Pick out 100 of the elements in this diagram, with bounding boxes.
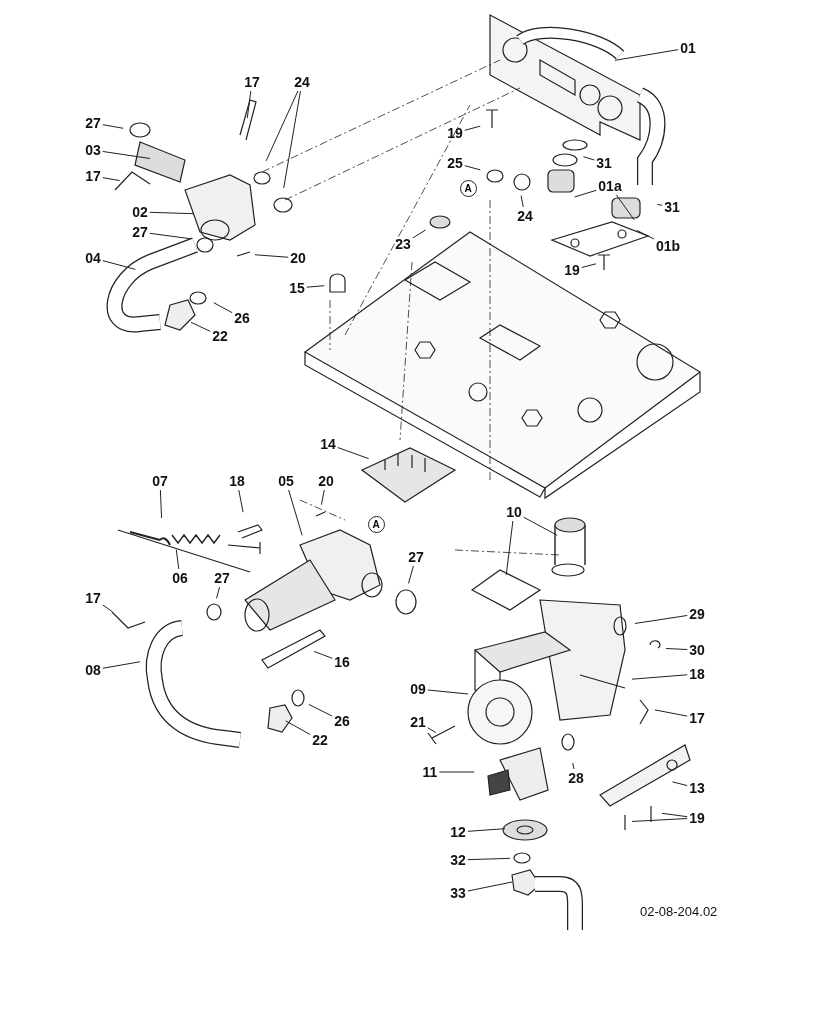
callout-number: 18 [688, 666, 706, 682]
callout-number: 22 [211, 328, 229, 344]
leader-line [265, 90, 299, 162]
callout-number: 24 [516, 208, 534, 224]
leader-line [313, 650, 333, 659]
leader-line [190, 321, 211, 332]
leader-line [520, 195, 524, 208]
leader-line [213, 302, 233, 314]
leader-line [464, 165, 481, 171]
leader-line [523, 516, 558, 536]
drawing-number: 02-08-204.02 [640, 904, 718, 919]
callout-number: 17 [84, 590, 102, 606]
leader-line [574, 189, 597, 198]
callout-number: 13 [688, 780, 706, 796]
leader-line [306, 285, 325, 288]
callout-number: 30 [688, 642, 706, 658]
leader-line [654, 709, 688, 717]
callout-number: 27 [213, 570, 231, 586]
callout-number: 27 [407, 549, 425, 565]
leader-line [467, 857, 511, 861]
leader-line [102, 177, 121, 182]
leader-line [283, 90, 301, 189]
leader-line [102, 260, 136, 270]
leader-line [102, 604, 113, 613]
callout-number: 17 [688, 710, 706, 726]
callout-number: 23 [394, 236, 412, 252]
callout-number: 22 [311, 732, 329, 748]
leader-line [671, 781, 688, 787]
callout-number: 20 [289, 250, 307, 266]
callout-number: 10 [505, 504, 523, 520]
leader-line [656, 203, 663, 206]
circled-reference-letter: A [459, 179, 477, 197]
leader-line [408, 565, 414, 584]
callout-number: 17 [243, 74, 261, 90]
callout-number: 09 [409, 681, 427, 697]
callout-number: 31 [595, 155, 613, 171]
leader-line [149, 232, 191, 240]
leader-line [467, 828, 506, 832]
leader-line [615, 194, 635, 221]
callout-number: 32 [449, 852, 467, 868]
leader-line [665, 648, 688, 650]
leader-line [631, 674, 688, 680]
leader-line [464, 125, 481, 131]
callout-number: 26 [333, 713, 351, 729]
callout-number: 19 [688, 810, 706, 826]
callout-number: 27 [84, 115, 102, 131]
leader-line [631, 818, 688, 822]
callout-number: 19 [563, 262, 581, 278]
callout-number: 28 [567, 770, 585, 786]
leader-line [149, 211, 194, 215]
leader-line [581, 263, 597, 268]
leader-line [285, 720, 311, 736]
callout-number: 33 [449, 885, 467, 901]
callout-number: 19 [446, 125, 464, 141]
callout-number: 29 [688, 606, 706, 622]
leader-line [102, 124, 124, 129]
callout-number: 15 [288, 280, 306, 296]
callout-number: 11 [421, 764, 439, 780]
callout-number: 26 [233, 310, 251, 326]
leader-line [102, 150, 151, 159]
leader-line [505, 520, 514, 576]
callout-number: 01b [654, 238, 682, 254]
circled-reference-letter: A [367, 515, 385, 533]
leader-line [337, 447, 370, 460]
callout-number: 24 [293, 74, 311, 90]
leader-line [634, 615, 688, 624]
leader-line [308, 703, 333, 717]
leader-line [288, 489, 303, 536]
callout-number: 07 [151, 473, 169, 489]
leader-line [175, 549, 180, 570]
callout-number: 01 [679, 40, 697, 56]
callout-number: 04 [84, 250, 102, 266]
callout-number: 08 [84, 662, 102, 678]
callout-number: 31 [663, 199, 681, 215]
leader-line [216, 586, 221, 599]
callout-number: 25 [446, 155, 464, 171]
callout-number: 06 [171, 570, 189, 586]
leader-line [159, 489, 163, 519]
leader-line [438, 771, 475, 773]
leader-line [427, 727, 437, 734]
callout-number: 20 [317, 473, 335, 489]
leader-line [661, 812, 688, 818]
callout-number: 17 [84, 168, 102, 184]
callout-number: 18 [228, 473, 246, 489]
leader-line [102, 661, 141, 669]
leader-line [614, 49, 679, 61]
callout-number: 21 [409, 714, 427, 730]
leader-line [254, 254, 289, 258]
leader-line [246, 90, 252, 119]
callout-number: 12 [449, 824, 467, 840]
callout-number: 05 [277, 473, 295, 489]
callout-number: 01a [597, 178, 623, 194]
callout-number: 16 [333, 654, 351, 670]
callout-number: 03 [84, 142, 102, 158]
leader-line [467, 881, 513, 892]
callout-number: 14 [319, 436, 337, 452]
leader-line [320, 489, 325, 506]
leader-line [636, 229, 655, 240]
leader-line [238, 489, 244, 513]
callout-number: 02 [131, 204, 149, 220]
